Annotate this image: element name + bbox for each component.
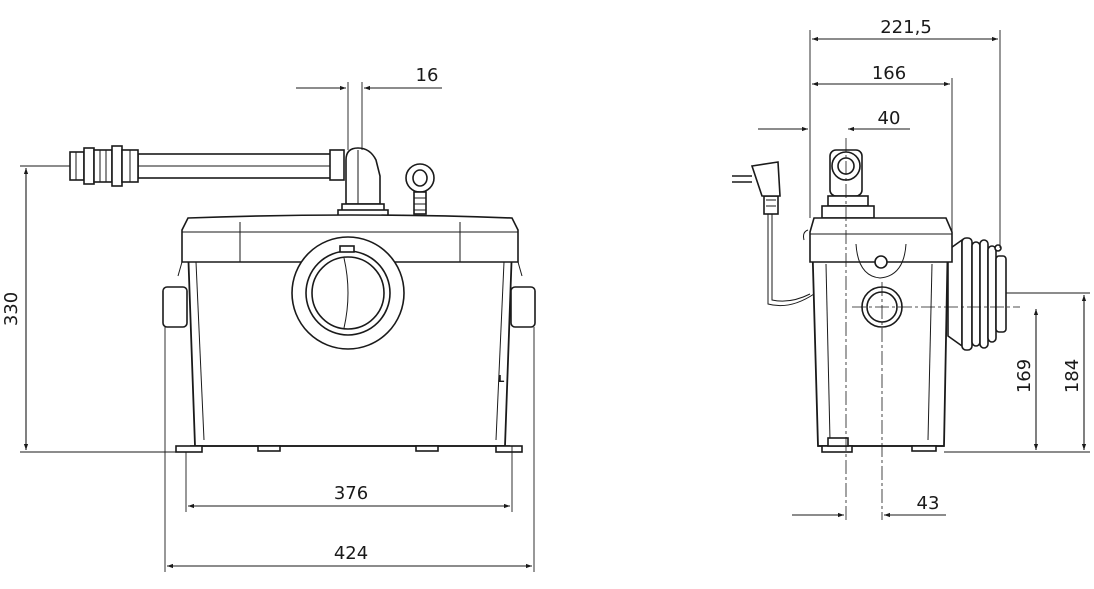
dim-side-depth-body: 166 bbox=[812, 63, 953, 232]
front-body-mark: L bbox=[498, 374, 505, 385]
dim-side-inlet-offset: 43 bbox=[792, 493, 946, 518]
front-vent-valve bbox=[405, 163, 435, 215]
dim-front-width-base: 376 bbox=[185, 446, 513, 512]
dim-label-376: 376 bbox=[334, 483, 368, 504]
dim-label-221-5: 221,5 bbox=[880, 17, 932, 38]
side-power-plug bbox=[732, 161, 815, 307]
dim-label-330: 330 bbox=[1, 292, 22, 326]
dim-side-inlet-heights: 169 184 bbox=[944, 292, 1090, 453]
dim-label-43: 43 bbox=[917, 493, 940, 514]
side-top-outlet bbox=[821, 149, 875, 219]
front-outlet-elbow bbox=[337, 147, 389, 217]
front-hose bbox=[69, 145, 345, 187]
dim-side-outlet-offset: 40 bbox=[758, 108, 910, 132]
dim-label-169: 169 bbox=[1014, 359, 1035, 393]
dim-side-depth-total: 221,5 bbox=[809, 17, 1001, 248]
dim-label-16: 16 bbox=[416, 65, 439, 86]
front-main-inlet bbox=[291, 236, 405, 350]
dim-front-width-outer: 424 bbox=[164, 327, 535, 572]
side-view: 221,5 166 40 43 169 184 bbox=[732, 17, 1090, 520]
dim-label-424: 424 bbox=[334, 543, 368, 564]
dim-front-height: 330 bbox=[1, 165, 176, 453]
dim-front-outlet: 16 bbox=[296, 65, 442, 150]
dim-label-184: 184 bbox=[1062, 359, 1083, 393]
side-rear-bellows bbox=[947, 237, 1007, 351]
front-right-inlet-stub bbox=[510, 286, 536, 328]
dim-label-166: 166 bbox=[872, 63, 906, 84]
side-lid bbox=[809, 217, 953, 279]
front-view: L 330 376 424 bbox=[1, 65, 536, 572]
front-left-inlet-stub bbox=[162, 286, 188, 328]
front-base bbox=[175, 445, 523, 453]
side-base bbox=[818, 437, 944, 453]
dim-label-40: 40 bbox=[878, 108, 901, 129]
